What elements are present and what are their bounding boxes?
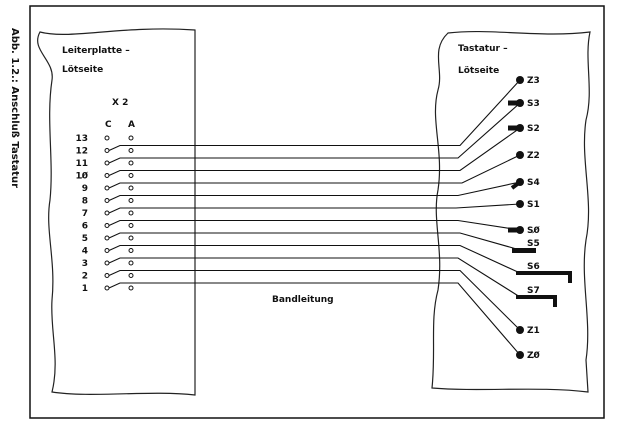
contact-label: Z1 [527, 326, 540, 336]
pin-a [128, 260, 134, 266]
solder-point [516, 200, 524, 208]
pin-c [104, 160, 110, 166]
wire [108, 102, 521, 164]
connector-label: X 2 [112, 98, 128, 108]
wire [108, 154, 521, 189]
pin-c [104, 260, 110, 266]
pin-a [128, 135, 134, 141]
column-a-label: A [128, 120, 135, 130]
pin-number: 7 [82, 209, 88, 219]
pin-number: 11 [75, 159, 88, 169]
contact-label: S0̸ [527, 226, 540, 236]
solder-point [516, 351, 524, 359]
pin-number: 13 [75, 134, 88, 144]
solder-point [516, 76, 524, 84]
pin-number: 5 [82, 234, 88, 244]
wire [108, 282, 521, 356]
solder-point [516, 99, 524, 107]
frame [29, 5, 605, 419]
contact-label: Z2 [527, 151, 540, 161]
wire [108, 127, 521, 177]
solder-pad [512, 248, 536, 253]
solder-pad [508, 100, 520, 106]
contact-label: S7 [527, 286, 540, 296]
contact-label: Z0̸ [527, 351, 540, 361]
wire [108, 79, 521, 152]
pin-number: 6 [82, 222, 88, 232]
pin-a [128, 273, 134, 278]
pin-c [104, 148, 110, 153]
left-board-subtitle: Lötseite [62, 65, 103, 75]
pin-number: 9 [82, 184, 88, 194]
solder-pad [516, 295, 557, 307]
pin-c [104, 173, 110, 178]
solder-pad [516, 271, 572, 283]
right-board-title: Tastatur – [458, 44, 508, 54]
solder-point [516, 226, 524, 234]
figure-caption: Abb. 1.2.: Anschluß Tastatur [9, 28, 20, 188]
pin-a [128, 223, 134, 228]
wire [108, 203, 521, 214]
wire [108, 244, 521, 274]
wire [108, 257, 521, 298]
left-board-title: Leiterplatte – [62, 46, 130, 56]
pin-number: 10̸ [75, 172, 88, 182]
pin-c [104, 135, 110, 141]
pin-number: 1 [82, 284, 88, 294]
contact-label: S1 [527, 200, 540, 210]
contact-label: S4 [527, 178, 540, 188]
contact-label: S5 [527, 239, 540, 249]
wire [108, 232, 521, 251]
solder-pad [508, 125, 520, 131]
pin-a [128, 185, 134, 191]
pin-c [104, 273, 110, 278]
wire [108, 181, 521, 202]
solder-point [516, 124, 524, 132]
cable-label: Bandleitung [272, 295, 334, 305]
pin-a [128, 285, 134, 291]
pin-c [104, 248, 110, 253]
wire [108, 219, 521, 231]
pin-c [104, 198, 110, 203]
pin-number: 2 [82, 272, 88, 282]
left-board-outline [37, 28, 196, 396]
pin-a [128, 148, 134, 153]
contact-label: Z3 [527, 76, 540, 86]
pin-a [128, 198, 134, 203]
pin-number: 8 [82, 197, 88, 207]
pin-number: 12 [75, 147, 88, 157]
right-board-subtitle: Lötseite [458, 66, 499, 76]
pin-c [104, 185, 110, 191]
pin-a [128, 235, 134, 241]
right-board-outline [431, 30, 591, 393]
solder-pad [508, 227, 520, 233]
solder-point [516, 326, 524, 334]
pin-a [128, 173, 134, 178]
pin-a [128, 248, 134, 253]
column-c-label: C [105, 120, 112, 130]
pin-c [104, 285, 110, 291]
solder-point [516, 178, 524, 186]
pin-c [104, 210, 110, 216]
pin-number: 3 [82, 259, 88, 269]
pin-c [104, 223, 110, 228]
pin-a [128, 160, 134, 166]
contact-label: S2 [527, 124, 540, 134]
solder-point [516, 151, 524, 159]
pin-number: 4 [82, 247, 88, 257]
contact-label: S3 [527, 99, 540, 109]
contact-label: S6 [527, 262, 540, 272]
wire [108, 269, 521, 331]
pin-c [104, 235, 110, 241]
pin-a [128, 210, 134, 216]
